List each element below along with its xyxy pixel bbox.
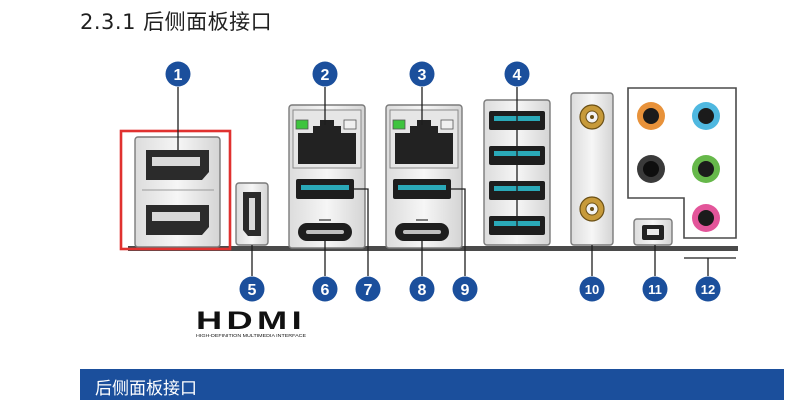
callout-1: 1 (165, 61, 191, 87)
callout-3: 3 (409, 61, 435, 87)
svg-text:HIGH-DEFINITION MULTIMEDIA INT: HIGH-DEFINITION MULTIMEDIA INTERFACE (196, 333, 306, 338)
audio-jack-pink-icon (692, 204, 720, 232)
led-green (295, 119, 309, 130)
hdmi-logo: HDMI HIGH-DEFINITION MULTIMEDIA INTERFAC… (196, 307, 306, 338)
led-off (343, 119, 357, 130)
svg-text:9: 9 (461, 282, 470, 299)
led-off (440, 119, 454, 130)
audio-jack-black-icon (637, 155, 665, 183)
port-group-2-lan (288, 104, 366, 249)
section-title: 后侧面板接口 (95, 379, 197, 399)
port-group-3-lan (385, 104, 463, 249)
callout-8: 8 (409, 276, 435, 302)
svg-text:1: 1 (174, 67, 183, 84)
svg-text:2: 2 (321, 67, 330, 84)
ethernet-port-icon (395, 120, 453, 164)
callout-5: 5 (239, 276, 265, 302)
svg-text:4: 4 (513, 67, 522, 84)
callout-11: 11 (642, 276, 668, 302)
svg-text:12: 12 (701, 282, 715, 297)
svg-text:8: 8 (418, 282, 427, 299)
highlight-box (119, 129, 232, 251)
svg-text:HDMI: HDMI (196, 307, 306, 335)
svg-text:5: 5 (248, 282, 257, 299)
antenna-connector-icon (579, 104, 605, 130)
callout-12: 12 (695, 276, 721, 302)
port-group-5-hdmi (235, 182, 269, 246)
port-group-10-wifi (570, 92, 614, 246)
callout-9: 9 (452, 276, 478, 302)
callout-4: 4 (504, 61, 530, 87)
antenna-connector-icon (579, 196, 605, 222)
led-green (392, 119, 406, 130)
audio-jack-lightblue-icon (692, 102, 720, 130)
page-title: 2.3.1 后侧面板接口 (80, 10, 273, 34)
svg-text:3: 3 (418, 67, 427, 84)
port-group-1-displayport (119, 129, 232, 251)
svg-text:7: 7 (364, 282, 373, 299)
callout-6: 6 (312, 276, 338, 302)
audio-jack-green-icon (692, 155, 720, 183)
callout-2: 2 (312, 61, 338, 87)
rear-panel-diagram: 1 2 3 4 5 6 7 8 9 10 11 12 (119, 61, 738, 338)
callout-10: 10 (579, 276, 605, 302)
port-group-11-button (633, 218, 673, 246)
section-header-bar: 后侧面板接口 (80, 369, 784, 400)
svg-text:10: 10 (585, 282, 599, 297)
ethernet-port-icon (298, 120, 356, 164)
leader-lines (177, 87, 736, 276)
audio-jack-orange-icon (637, 102, 665, 130)
port-group-12-audio (627, 87, 737, 239)
callout-7: 7 (355, 276, 381, 302)
svg-text:11: 11 (648, 282, 662, 297)
svg-text:6: 6 (321, 282, 330, 299)
